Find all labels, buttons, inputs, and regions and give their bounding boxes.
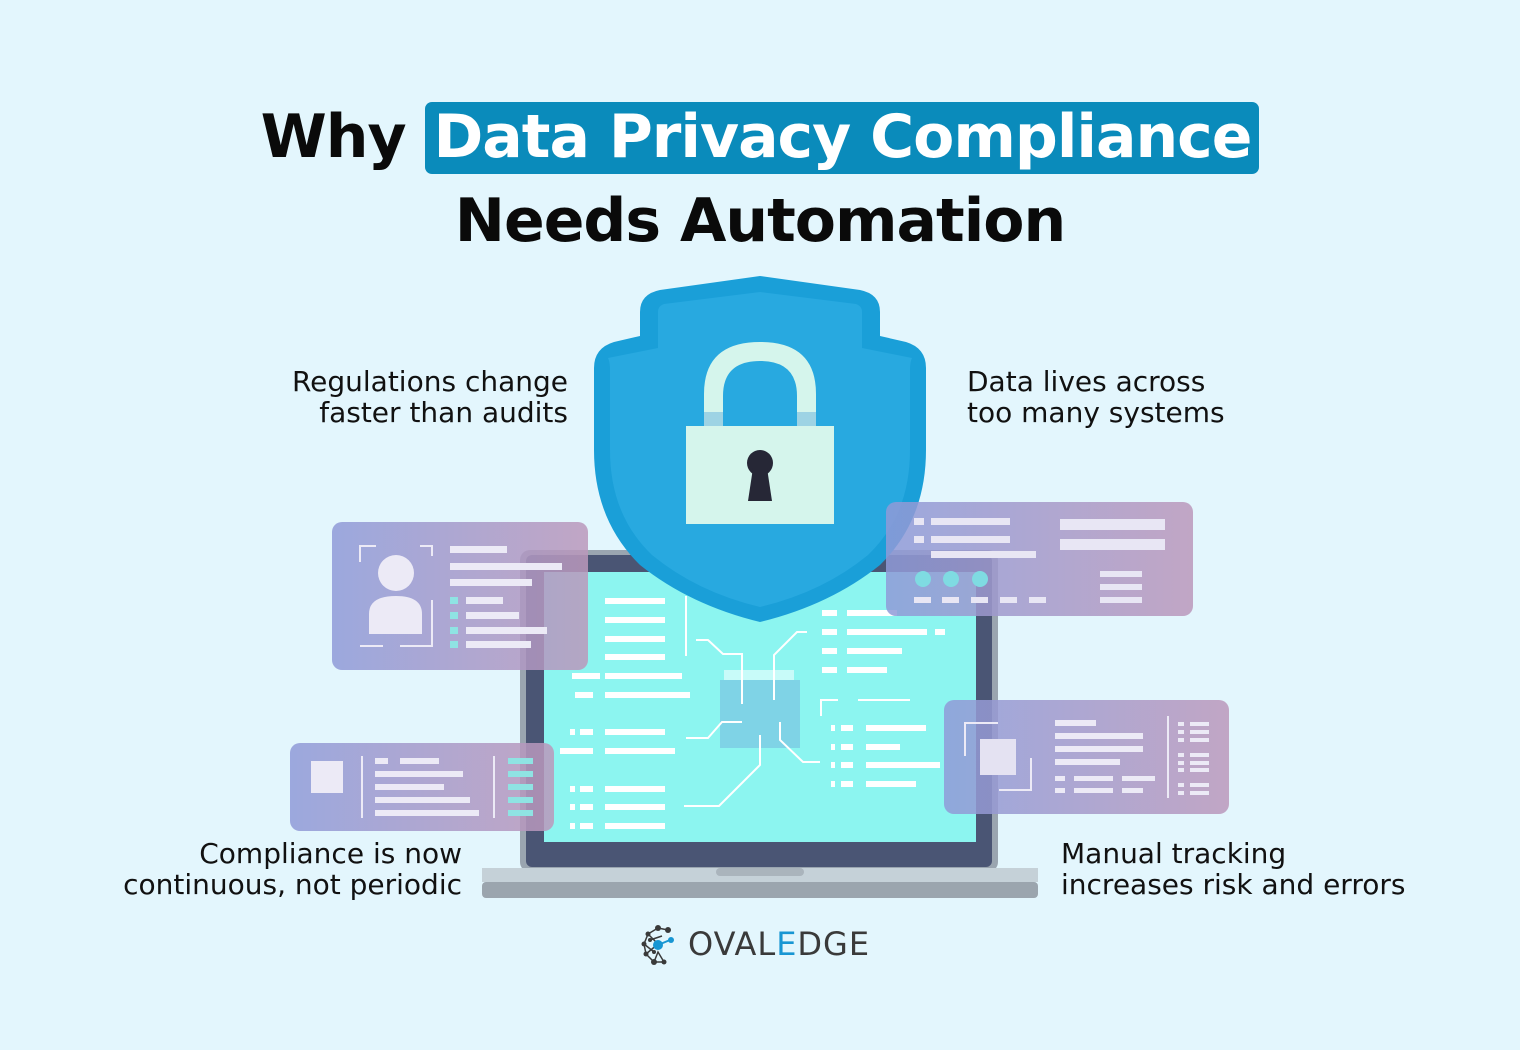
point-line: Data lives across bbox=[967, 365, 1206, 398]
point-continuous-compliance: Compliance is now continuous, not period… bbox=[123, 838, 462, 900]
data-card-icon bbox=[886, 502, 1193, 616]
point-line: faster than audits bbox=[319, 396, 568, 429]
point-data-systems: Data lives across too many systems bbox=[967, 366, 1225, 428]
point-line: increases risk and errors bbox=[1061, 868, 1406, 901]
point-line: continuous, not periodic bbox=[123, 868, 462, 901]
network-logo-icon bbox=[641, 925, 674, 965]
shield-lock-icon bbox=[594, 276, 926, 622]
logo-text: OVALEDGE bbox=[688, 925, 870, 963]
data-card-icon bbox=[944, 700, 1229, 814]
logo-text-part: DGE bbox=[797, 925, 871, 963]
ovaledge-logo: OVALEDGE bbox=[640, 922, 870, 966]
title-highlight: Data Privacy Compliance bbox=[425, 102, 1260, 174]
page-title-line1: Why Data Privacy Compliance bbox=[0, 102, 1520, 178]
page-title-line2: Needs Automation bbox=[454, 186, 1066, 256]
point-line: too many systems bbox=[967, 396, 1225, 429]
id-card-icon bbox=[332, 522, 588, 670]
logo-text-accent: E bbox=[776, 925, 798, 963]
point-line: Regulations change bbox=[291, 365, 568, 398]
logo-text-part: OVAL bbox=[688, 925, 777, 963]
point-regulations: Regulations change faster than audits bbox=[292, 366, 568, 428]
point-line: Compliance is now bbox=[199, 837, 462, 870]
title-prefix: Why bbox=[260, 102, 407, 172]
point-line: Manual tracking bbox=[1061, 837, 1287, 870]
point-manual-tracking: Manual tracking increases risk and error… bbox=[1061, 838, 1405, 900]
document-card-icon bbox=[290, 743, 554, 831]
